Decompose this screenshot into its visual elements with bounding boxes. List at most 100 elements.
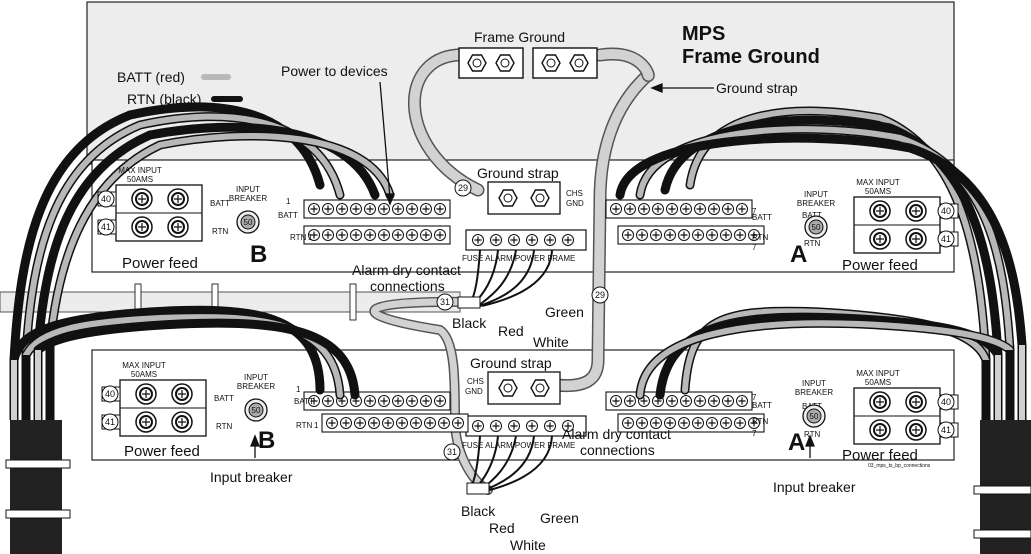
title-line1: MPS [682,23,725,45]
callout-40 [101,385,119,403]
callout-41 [937,421,955,439]
fuse-alarm-bottom: FUSE ALARM POWER FRAME [462,441,575,450]
ground-strap-low-label: Ground strap [470,355,552,371]
svg-text:RTN: RTN [290,233,307,242]
legend-rtn: RTN (black) [127,91,201,107]
svg-text:Power feed: Power feed [842,257,918,274]
svg-text:BATT: BATT [278,211,298,220]
svg-text:A: A [788,429,805,456]
wire-red-bottom: Red [489,520,515,536]
svg-text:BATT: BATT [214,394,234,403]
ground-strap-mid-label: Ground strap [477,165,559,181]
svg-text:31: 31 [440,297,450,307]
svg-text:BREAKER: BREAKER [237,382,275,391]
frame-ground-label: Frame Ground [474,29,565,45]
svg-text:INPUT: INPUT [236,185,260,194]
pointer-arrows [250,81,815,458]
svg-text:BATT: BATT [802,211,822,220]
svg-text:BREAKER: BREAKER [229,194,267,203]
gnd-label-top: GND [566,199,584,208]
svg-text:RTN: RTN [752,417,769,426]
svg-text:A: A [790,241,807,268]
svg-text:31: 31 [447,447,457,457]
svg-text:7: 7 [752,429,757,438]
alarm-label-top-2: connections [370,278,445,294]
svg-text:50AMS: 50AMS [865,378,891,387]
chs-gnd-block-bottom [487,371,561,405]
input-breaker-left-label: Input breaker [210,469,293,485]
svg-text:RTN: RTN [216,422,233,431]
alarm-label-top-1: Alarm dry contact [352,262,461,278]
svg-text:RTN: RTN [804,239,821,248]
alarm-strip-top [465,229,587,251]
svg-text:INPUT: INPUT [804,190,828,199]
svg-text:BATT: BATT [210,199,230,208]
svg-text:40: 40 [105,389,115,399]
svg-text:7: 7 [752,393,757,402]
upper-shelf [91,159,955,273]
svg-text:40: 40 [941,206,951,216]
breaker-knob[interactable]: 50 [236,210,260,234]
callout-40 [937,393,955,411]
breaker-knob[interactable]: 50 [244,398,268,422]
svg-text:Power feed: Power feed [842,447,918,464]
legend-swatches [201,74,243,102]
svg-text:BATT: BATT [294,397,314,406]
chs-label-top: CHS [566,189,583,198]
svg-text:1: 1 [308,233,313,242]
callout-29b: 29 [591,286,609,304]
floor-bundle-right [973,345,1031,554]
svg-text:RTN: RTN [296,421,313,430]
svg-text:RTN: RTN [752,233,769,242]
svg-text:1: 1 [286,197,291,206]
svg-text:40: 40 [101,194,111,204]
alarm-label-bottom-1: Alarm dry contact [562,426,671,442]
svg-text:B: B [258,427,275,454]
ground-strap-cables [369,47,655,495]
svg-text:INPUT: INPUT [244,373,268,382]
callout-31b: 31 [443,443,461,461]
title-line2: Frame Ground [682,46,820,68]
svg-text:29: 29 [458,183,468,193]
svg-text:41: 41 [941,234,951,244]
svg-text:7: 7 [752,243,757,252]
ground-strap-label: Ground strap [716,80,798,96]
svg-text:MAX INPUT: MAX INPUT [118,166,162,175]
svg-text:41: 41 [101,222,111,232]
wire-black-bottom: Black [461,503,496,519]
callout-31a: 31 [436,293,454,311]
svg-text:50: 50 [252,406,261,415]
svg-text:BATT: BATT [752,213,772,222]
svg-text:BREAKER: BREAKER [795,388,833,397]
breaker-knob[interactable]: 50 [802,404,826,428]
power-to-devices-label: Power to devices [281,63,388,79]
svg-text:MAX INPUT: MAX INPUT [856,369,900,378]
wire-black-top: Black [452,315,487,331]
callout-41 [101,413,119,431]
wire-white-top: White [533,334,569,350]
svg-text:50AMS: 50AMS [865,187,891,196]
svg-text:1: 1 [314,421,319,430]
svg-text:MAX INPUT: MAX INPUT [856,178,900,187]
main-power-cables [9,102,1027,400]
frame-ground-lugs [458,47,598,79]
svg-text:50AMS: 50AMS [127,175,153,184]
svg-text:BATT: BATT [752,401,772,410]
chs-label-bottom: CHS [467,377,484,386]
svg-text:41: 41 [941,425,951,435]
svg-text:B: B [250,241,267,268]
svg-text:50: 50 [812,223,821,232]
svg-text:29: 29 [595,290,605,300]
svg-text:Power feed: Power feed [124,443,200,460]
floor-bundle-left [5,345,71,554]
breaker-knob[interactable]: 50 [804,215,828,239]
svg-text:MAX INPUT: MAX INPUT [122,361,166,370]
callout-40 [97,190,115,208]
alarm-wires [457,249,553,495]
